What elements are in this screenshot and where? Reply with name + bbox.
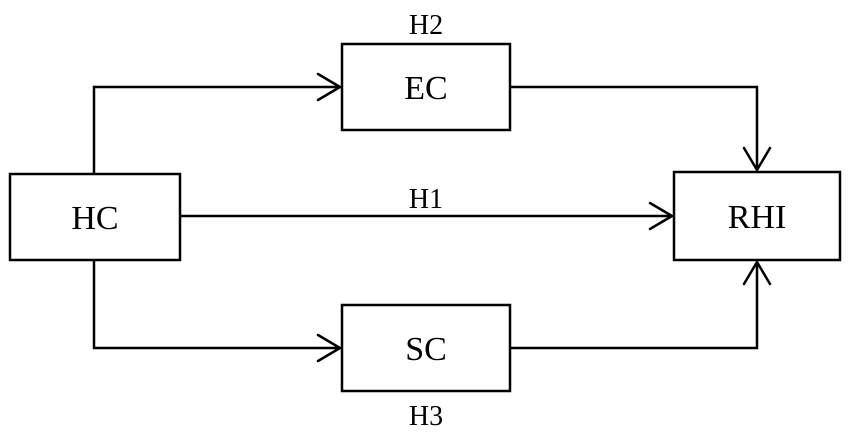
- arrowhead-ec-to-rhi: [742, 146, 772, 172]
- node-sc-box: [340, 303, 512, 393]
- arrowhead-sc-to-rhi: [742, 260, 772, 286]
- connector-hc-to-ec: [92, 85, 340, 174]
- node-rhi-box: [672, 170, 842, 262]
- node-ec-box: [340, 42, 512, 132]
- edge-label-h3: H3: [409, 401, 443, 432]
- connector-hc-to-sc: [92, 260, 340, 350]
- node-hc-label: HC: [71, 200, 118, 237]
- node-rhi-label: RHI: [728, 199, 787, 236]
- arrowhead-hc-to-rhi: [648, 201, 674, 231]
- arrowhead-hc-to-ec: [316, 72, 342, 102]
- connector-sc-to-rhi: [510, 262, 759, 350]
- node-sc-label: SC: [405, 331, 447, 368]
- edge-label-h1: H1: [409, 184, 443, 215]
- node-hc-box: [8, 172, 182, 262]
- edge-label-h2: H2: [409, 10, 443, 41]
- connector-ec-to-rhi: [510, 85, 759, 170]
- node-ec-label: EC: [404, 70, 447, 107]
- arrowhead-hc-to-sc: [316, 333, 342, 363]
